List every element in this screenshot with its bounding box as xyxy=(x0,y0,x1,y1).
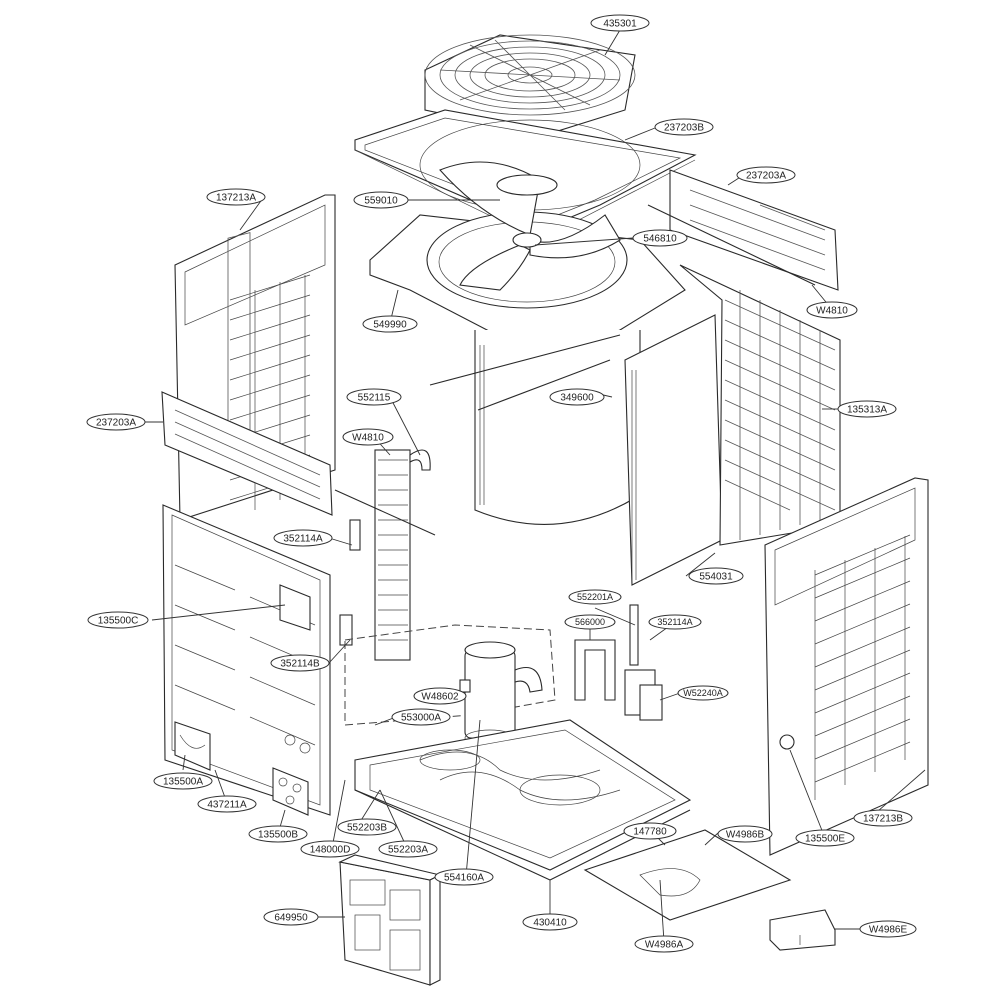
center-casing xyxy=(429,314,723,586)
svg-text:554031: 554031 xyxy=(699,572,733,583)
callout: 135500E xyxy=(795,829,855,847)
valve-parts xyxy=(574,604,663,721)
pipe-assembly-left xyxy=(334,449,436,661)
callout: W4986E xyxy=(859,920,917,938)
svg-text:135500E: 135500E xyxy=(805,834,845,845)
svg-text:W52240A: W52240A xyxy=(683,688,723,698)
callout: 137213A xyxy=(206,188,266,206)
svg-text:W4986B: W4986B xyxy=(726,830,765,841)
callout: 135313A xyxy=(837,400,897,418)
svg-text:546810: 546810 xyxy=(643,234,677,245)
svg-text:352114A: 352114A xyxy=(283,534,323,545)
svg-text:352114B: 352114B xyxy=(280,659,320,670)
callout: 552115 xyxy=(346,388,402,406)
svg-text:237203B: 237203B xyxy=(664,123,704,134)
callout: W4986B xyxy=(717,825,773,843)
callout: 137213B xyxy=(853,809,913,827)
callout: 352114A xyxy=(648,614,702,630)
svg-text:237203A: 237203A xyxy=(746,171,786,182)
base-pan xyxy=(354,719,692,881)
svg-text:W4986A: W4986A xyxy=(645,940,684,951)
leader-lines xyxy=(144,29,926,943)
callout: W4810 xyxy=(806,301,858,319)
callout: 148000D xyxy=(300,840,360,858)
callout: 135500A xyxy=(153,772,213,790)
svg-text:549990: 549990 xyxy=(373,320,407,331)
left-top-front-panel xyxy=(161,391,333,516)
callout: W4986A xyxy=(634,935,694,953)
svg-text:430410: 430410 xyxy=(533,918,567,929)
callout: 552201A xyxy=(568,589,622,605)
svg-text:552115: 552115 xyxy=(358,393,391,404)
svg-text:W4810: W4810 xyxy=(816,306,848,317)
svg-text:552203A: 552203A xyxy=(388,845,428,856)
svg-text:566000: 566000 xyxy=(575,617,605,627)
callout: 430410 xyxy=(522,913,578,931)
callout: 237203A xyxy=(86,413,146,431)
svg-text:554160A: 554160A xyxy=(444,873,484,884)
small-cover xyxy=(769,909,836,951)
control-box xyxy=(338,854,442,986)
callout: 552203A xyxy=(378,840,438,858)
callout: W52240A xyxy=(677,685,729,701)
callout: 437211A xyxy=(197,795,257,813)
callout: 135500C xyxy=(87,611,149,629)
svg-text:552201A: 552201A xyxy=(577,592,613,602)
svg-text:W4810: W4810 xyxy=(352,433,384,444)
callout: 554031 xyxy=(688,567,744,585)
callout: 649950 xyxy=(263,908,319,926)
svg-text:649950: 649950 xyxy=(274,913,308,924)
callout: 435301 xyxy=(590,14,650,32)
callout-labels: 435301 237203B 237203A 137213A 559010 54… xyxy=(86,14,917,953)
right-top-panel xyxy=(647,169,839,291)
callout: 554160A xyxy=(434,868,494,886)
callout: 352114B xyxy=(270,654,330,672)
callout: 147780 xyxy=(623,822,677,840)
svg-text:148000D: 148000D xyxy=(310,845,351,856)
svg-text:135500C: 135500C xyxy=(98,616,139,627)
svg-text:553000A: 553000A xyxy=(401,713,441,724)
svg-text:137213B: 137213B xyxy=(863,814,903,825)
callout: 546810 xyxy=(632,229,688,247)
callout: 352114A xyxy=(273,529,333,547)
callout: 559010 xyxy=(353,191,409,209)
svg-text:137213A: 137213A xyxy=(216,193,256,204)
svg-text:W48602: W48602 xyxy=(421,692,459,703)
svg-text:W4986E: W4986E xyxy=(869,925,908,936)
svg-text:135500A: 135500A xyxy=(163,777,203,788)
callout: 135500B xyxy=(248,825,308,843)
right-grille xyxy=(679,264,841,546)
callout: 237203A xyxy=(736,166,796,184)
fan-guard xyxy=(424,34,636,136)
callout: W4810 xyxy=(342,428,394,446)
svg-text:435301: 435301 xyxy=(603,19,637,30)
callout: 549990 xyxy=(362,315,418,333)
front-panel xyxy=(162,504,331,816)
right-side-panel xyxy=(764,477,929,856)
svg-text:437211A: 437211A xyxy=(207,800,247,811)
svg-text:147780: 147780 xyxy=(633,827,667,838)
svg-text:352114A: 352114A xyxy=(657,617,692,627)
callout: 552203B xyxy=(337,818,397,836)
callout: 237203B xyxy=(654,118,714,136)
callout: W48602 xyxy=(413,687,467,705)
svg-text:552203B: 552203B xyxy=(347,823,387,834)
svg-text:349600: 349600 xyxy=(560,393,594,404)
callout: 349600 xyxy=(549,388,605,406)
svg-text:135313A: 135313A xyxy=(847,405,887,416)
callout: 566000 xyxy=(564,614,616,630)
fan-shroud xyxy=(369,161,686,361)
svg-text:135500B: 135500B xyxy=(258,830,298,841)
callout: 553000A xyxy=(391,708,451,726)
svg-text:237203A: 237203A xyxy=(96,418,136,429)
bottom-plate xyxy=(583,829,792,921)
svg-text:559010: 559010 xyxy=(364,196,398,207)
